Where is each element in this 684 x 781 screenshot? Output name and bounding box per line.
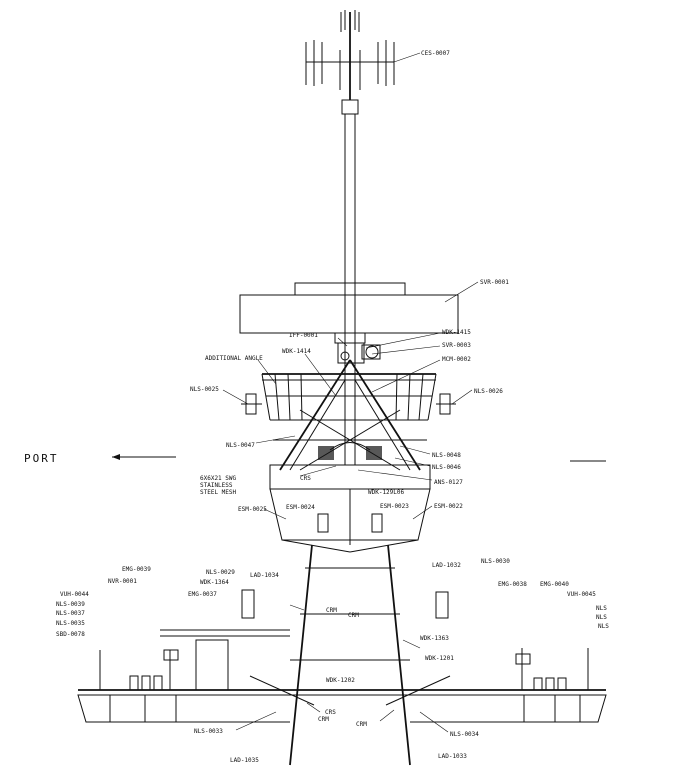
top-antenna-array — [305, 10, 395, 115]
label-nvr-0001: NVR-0001 — [108, 578, 137, 585]
box-housing — [269, 464, 431, 553]
main-mast — [344, 114, 356, 465]
label-nls-0046: NLS-0046 — [432, 464, 461, 471]
label-lad-1032: LAD-1032 — [432, 562, 461, 569]
label-port: PORT — [24, 452, 59, 465]
lower-deck — [77, 589, 607, 723]
label-lad-1033: LAD-1033 — [438, 753, 467, 760]
label-nls-0039: NLS-0039 — [56, 601, 85, 608]
label-esm-0022: ESM-0022 — [434, 503, 463, 510]
label-mcm-0002: MCM-0002 — [442, 356, 471, 363]
label-lad-1034: LAD-1034 — [250, 572, 279, 579]
label-vuh-0044: VUH-0044 — [60, 591, 89, 598]
label-nls-r3: NLS — [598, 623, 609, 630]
railing-platform — [261, 359, 437, 471]
label-emg-0038: EMG-0038 — [498, 581, 527, 588]
mesh-panels — [318, 446, 382, 460]
label-nls-r2: NLS — [596, 614, 607, 621]
label-crs-lower: CRS — [325, 709, 336, 716]
label-wdk-129106: WDK-129L06 — [368, 489, 405, 496]
label-mesh-line-1: 6X6X21 SWG — [200, 475, 237, 482]
label-wdk-1364: WDK-1364 — [200, 579, 229, 586]
callout-labels: PORT CES-0007 SVR-0001 IFF-0001 WDK-1415… — [24, 50, 609, 764]
label-esm-0025: ESM-0025 — [238, 506, 267, 513]
label-ces-0007: CES-0007 — [421, 50, 450, 57]
label-crs-upper: CRS — [300, 475, 311, 482]
label-additional-angle: ADDITIONAL ANGLE — [205, 355, 263, 362]
label-lad-1035: LAD-1035 — [230, 757, 259, 764]
label-emg-0037: EMG-0037 — [188, 591, 217, 598]
label-nls-0047: NLS-0047 — [226, 442, 255, 449]
side-lights — [241, 393, 456, 415]
radar-platform — [239, 282, 459, 344]
label-nls-0048: NLS-0048 — [432, 452, 461, 459]
label-ans-0127: ANS-0127 — [434, 479, 463, 486]
label-wdk-1415: WDK-1415 — [442, 329, 471, 336]
label-iff-0001: IFF-0001 — [289, 332, 318, 339]
label-esm-0024: ESM-0024 — [286, 504, 315, 511]
label-mesh-line-3: STEEL MESH — [200, 489, 237, 496]
label-wdk-1414: WDK-1414 — [282, 348, 311, 355]
label-svr-0003: SVR-0003 — [442, 342, 471, 349]
label-nls-0030: NLS-0030 — [481, 558, 510, 565]
label-emg-0039: EMG-0039 — [122, 566, 151, 573]
label-nls-0033: NLS-0033 — [194, 728, 223, 735]
label-wdk-1363: WDK-1363 — [420, 635, 449, 642]
label-nls-0034: NLS-0034 — [450, 731, 479, 738]
label-nls-0037: NLS-0037 — [56, 610, 85, 617]
support-column — [289, 544, 411, 766]
label-crm-4: CRM — [356, 721, 367, 728]
label-emg-0040: EMG-0040 — [540, 581, 569, 588]
label-nls-r1: NLS — [596, 605, 607, 612]
equipment-cluster — [337, 342, 381, 364]
label-nls-0035: NLS-0035 — [56, 620, 85, 627]
label-crm-1: CRM — [326, 607, 337, 614]
leader-lines — [222, 52, 479, 733]
label-vuh-0045: VUH-0045 — [567, 591, 596, 598]
label-mesh-line-2: STAINLESS — [200, 482, 233, 489]
label-nls-0025: NLS-0025 — [190, 386, 219, 393]
label-sbd-0078: SBD-0078 — [56, 631, 85, 638]
label-wdk-1202: WDK-1202 — [326, 677, 355, 684]
label-wdk-1201: WDK-1201 — [425, 655, 454, 662]
label-svr-0001: SVR-0001 — [480, 279, 509, 286]
label-crm-2: CRM — [348, 612, 359, 619]
label-crm-3: CRM — [318, 716, 329, 723]
label-nls-0026: NLS-0026 — [474, 388, 503, 395]
port-direction-arrow — [112, 454, 176, 460]
label-nls-0029: NLS-0029 — [206, 569, 235, 576]
label-esm-0023: ESM-0023 — [380, 503, 409, 510]
